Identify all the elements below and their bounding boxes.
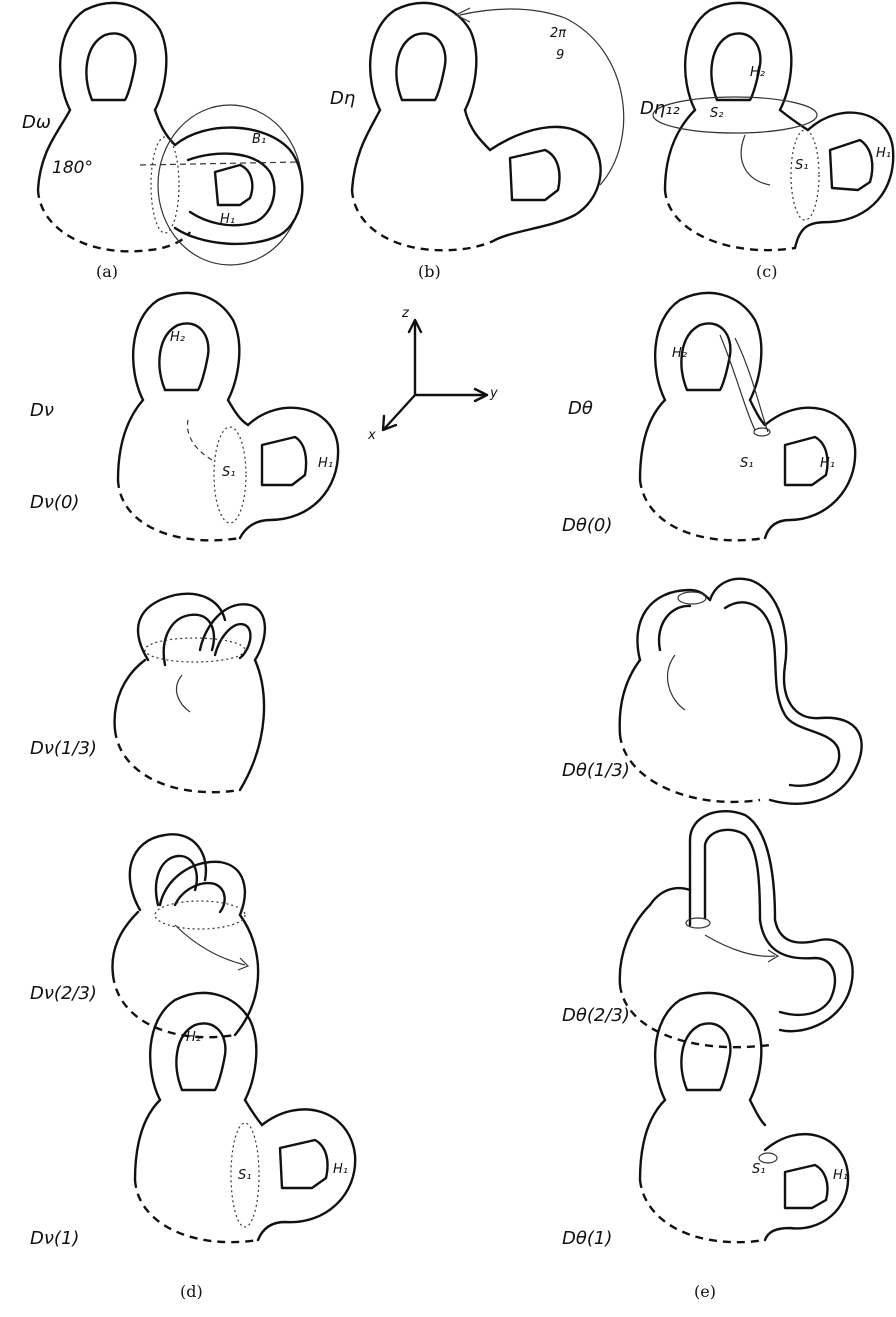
- panel-d1-figure: [133, 991, 357, 1244]
- label-s2-c: S₂: [710, 106, 724, 121]
- caption-a: (a): [96, 262, 119, 281]
- label-d-eta: Dη: [330, 88, 356, 109]
- panel-e13-figure: [618, 577, 863, 805]
- panel-b-figure: [350, 1, 625, 252]
- label-d-nu-2-3: Dν(2/3): [30, 983, 97, 1004]
- axis-y-label: y: [490, 386, 498, 401]
- caption-b: (b): [418, 262, 441, 281]
- label-h2-d0: H₂: [170, 330, 185, 345]
- label-180-degrees: 180°: [52, 158, 93, 178]
- panel-e1-figure: [638, 991, 850, 1244]
- label-h1-c: H₁: [876, 146, 891, 161]
- panel-c-figure: [652, 1, 895, 252]
- panel-a-figure: [36, 1, 304, 266]
- label-d-theta-0: Dθ(0): [562, 515, 613, 536]
- panel-d0-figure: [116, 291, 340, 542]
- label-h2-c: H₂: [750, 65, 765, 80]
- label-d-eta12: Dη₁₂: [640, 98, 680, 119]
- label-h1-d1: H₁: [333, 1162, 348, 1177]
- label-h1-e0: H₁: [820, 456, 835, 471]
- caption-e: (e): [694, 1282, 716, 1301]
- panel-d23-figure: [111, 833, 260, 1039]
- axis-x-label: x: [368, 428, 376, 443]
- axis-z-label: z: [402, 306, 409, 321]
- label-h2-e0: H₂: [672, 346, 687, 361]
- label-h1-e1: H₁: [833, 1168, 848, 1183]
- label-s1-d0: S₁: [222, 465, 236, 480]
- label-d-theta-1-3: Dθ(1/3): [562, 760, 630, 781]
- caption-c: (c): [756, 262, 778, 281]
- label-9: 9: [556, 48, 565, 63]
- panel-e23-figure: [618, 810, 854, 1049]
- panel-d13-figure: [113, 592, 267, 794]
- axes-figure: [381, 318, 489, 432]
- label-b1: B₁: [252, 132, 267, 147]
- label-s1-d1: S₁: [238, 1168, 252, 1183]
- label-d-theta-1: Dθ(1): [562, 1228, 613, 1249]
- label-h1-d0: H₁: [318, 456, 333, 471]
- caption-d: (d): [180, 1282, 203, 1301]
- label-d-theta: Dθ: [568, 398, 593, 419]
- label-d-nu-1-3: Dν(1/3): [30, 738, 97, 759]
- label-h1-a: H₁: [220, 212, 235, 227]
- panel-e0-figure: [638, 291, 857, 542]
- label-s1-e0: S₁: [740, 456, 754, 471]
- label-d-nu-1: Dν(1): [30, 1228, 80, 1249]
- label-d-nu-0: Dν(0): [30, 492, 80, 513]
- label-h2-d1: H₂: [186, 1030, 201, 1045]
- label-s1-c: S₁: [795, 158, 809, 173]
- label-d-omega: Dω: [22, 112, 51, 133]
- label-2pi: 2π: [550, 26, 567, 41]
- label-d-nu: Dν: [30, 400, 54, 421]
- label-d-theta-2-3: Dθ(2/3): [562, 1005, 630, 1026]
- label-s1-e1: S₁: [752, 1162, 766, 1177]
